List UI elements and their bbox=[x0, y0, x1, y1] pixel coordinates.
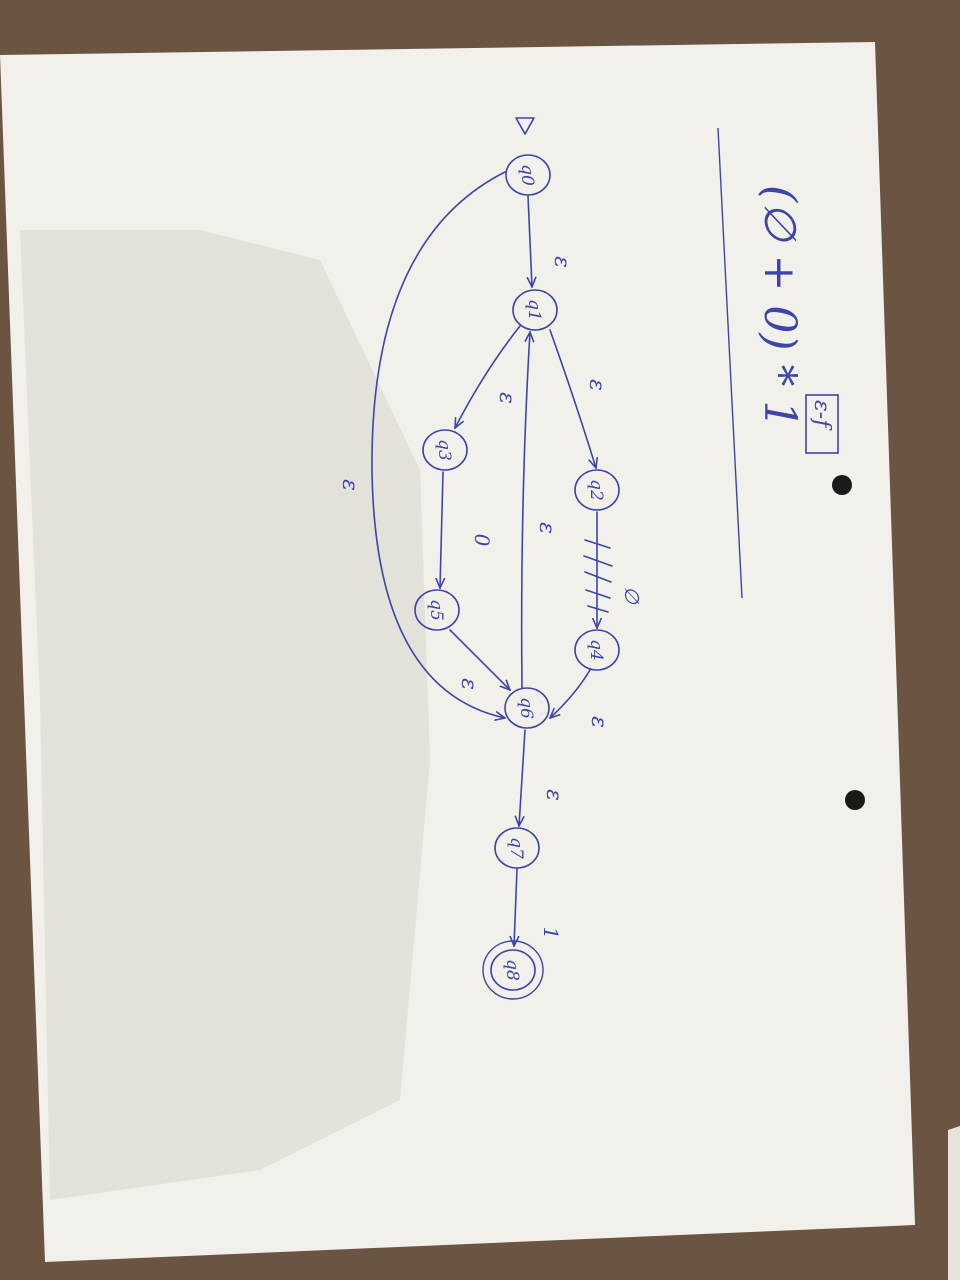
state-circle-q2 bbox=[574, 469, 620, 511]
edge-q0-q1 bbox=[528, 195, 532, 287]
header-rule bbox=[717, 127, 743, 599]
edge-q2-q4-scribble bbox=[583, 539, 613, 613]
edge-label-q7-q8: 1 bbox=[539, 927, 563, 940]
state-label-q1: q1 bbox=[524, 299, 544, 321]
state-circle-q3 bbox=[422, 429, 468, 471]
edge-label-q1-q2: ε bbox=[584, 379, 609, 391]
start-arrow bbox=[515, 117, 535, 135]
state-q2: q2 bbox=[574, 469, 620, 511]
regex-text: (∅ + 0) * 1 bbox=[754, 185, 805, 428]
state-circle-q8 bbox=[490, 949, 536, 991]
state-label-q0: q0 bbox=[517, 164, 537, 186]
state-label-q5: q5 bbox=[426, 599, 446, 621]
edge-q1-q2 bbox=[549, 329, 596, 468]
edge-q3-q5 bbox=[440, 471, 443, 588]
state-circle-q7 bbox=[494, 827, 540, 869]
state-q0: q0 bbox=[505, 154, 551, 196]
edge-label-q6-q7: ε bbox=[541, 789, 566, 801]
edge-q6-q1 bbox=[520, 332, 530, 689]
state-circle-q6 bbox=[504, 687, 550, 729]
header-group: (∅ + 0) * 1 ε-f bbox=[717, 127, 839, 599]
state-circle-q5 bbox=[414, 589, 460, 631]
states: q0 q1 q2 q3 q4 q5 q6 q7 q8 bbox=[414, 154, 620, 1000]
state-q8: q8 bbox=[482, 940, 544, 1000]
state-circle-q1 bbox=[512, 289, 558, 331]
edge-q6-q7 bbox=[519, 729, 526, 826]
punch-hole bbox=[845, 790, 865, 810]
boxed-note-frame bbox=[805, 394, 839, 454]
edge-label-q1-q3: ε bbox=[494, 392, 519, 404]
state-circle-q0 bbox=[505, 154, 551, 196]
state-q6: q6 bbox=[504, 687, 550, 729]
punch-hole bbox=[832, 475, 852, 495]
other-paper-corner bbox=[948, 1126, 960, 1280]
state-label-q8: q8 bbox=[502, 959, 522, 981]
edge-label-q3-q5: 0 bbox=[470, 534, 494, 547]
edge-q7-q8 bbox=[514, 868, 517, 946]
edge-q4-q6 bbox=[550, 669, 591, 718]
state-q3: q3 bbox=[422, 429, 468, 471]
state-q5: q5 bbox=[414, 589, 460, 631]
edge-label-q2-q4: ∅ bbox=[620, 586, 644, 605]
edge-label-q0-q1: ε bbox=[549, 256, 574, 268]
state-label-q2: q2 bbox=[586, 479, 606, 501]
state-circle-q4 bbox=[574, 629, 620, 671]
edge-labels: ε ε ε ∅ 0 ε ε ε ε ε 1 bbox=[337, 256, 644, 939]
edge-label-q0-q6: ε bbox=[337, 479, 362, 491]
state-label-q3: q3 bbox=[434, 439, 454, 461]
state-q1: q1 bbox=[512, 289, 558, 331]
edge-q5-q6 bbox=[449, 629, 510, 690]
edges bbox=[371, 171, 613, 946]
state-q4: q4 bbox=[574, 629, 620, 671]
state-accept-ring-q8 bbox=[482, 940, 544, 1000]
boxed-note-text: ε-f bbox=[809, 400, 834, 431]
paper-shadow bbox=[20, 230, 430, 1200]
edge-q1-q3 bbox=[455, 325, 521, 428]
edge-label-q6-q1: ε bbox=[534, 522, 559, 534]
state-label-q7: q7 bbox=[506, 837, 526, 859]
edge-label-q4-q6: ε bbox=[586, 716, 611, 728]
edge-label-q5-q6: ε bbox=[456, 678, 481, 690]
state-label-q4: q4 bbox=[586, 639, 606, 661]
edge-q0-q6 bbox=[371, 171, 505, 718]
state-q7: q7 bbox=[494, 827, 540, 869]
state-label-q6: q6 bbox=[516, 697, 536, 719]
